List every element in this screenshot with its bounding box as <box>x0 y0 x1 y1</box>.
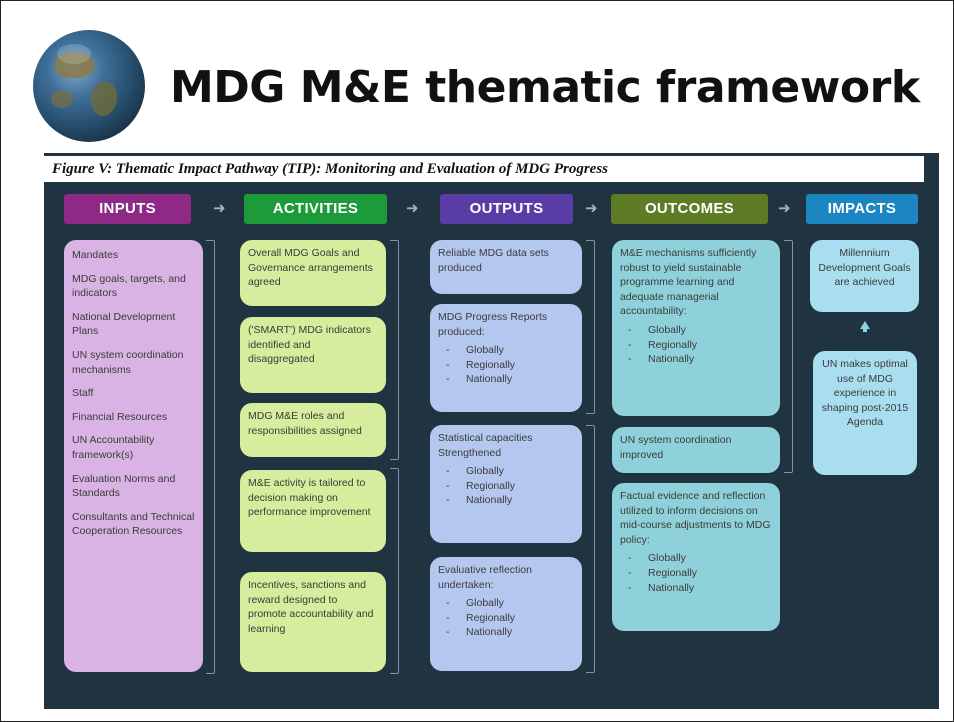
outcome-text: Factual evidence and reflection utilized… <box>620 490 771 546</box>
activity-box: M&E activity is tailored to decision mak… <box>240 470 386 552</box>
impact-text: Millennium Development Goals are achieve… <box>818 247 911 289</box>
impact-box: UN makes optimal use of MDG experience i… <box>813 351 917 475</box>
input-item: MDG goals, targets, and indicators <box>72 272 186 300</box>
input-item: Evaluation Norms and Standards <box>72 472 176 500</box>
input-item: Financial Resources <box>72 410 168 423</box>
outcome-box: UN system coordination improved <box>612 427 780 473</box>
output-box: Reliable MDG data sets produced <box>430 240 582 294</box>
list-item: Nationally <box>620 352 772 367</box>
list-item: Regionally <box>438 611 574 626</box>
activity-text: MDG M&E roles and responsibilities assig… <box>248 410 362 437</box>
list-item: Globally <box>438 343 574 358</box>
header-impacts: IMPACTS <box>806 194 918 224</box>
impact-text: UN makes optimal use of MDG experience i… <box>821 358 909 429</box>
bracket <box>586 240 595 414</box>
list-item: Globally <box>438 596 574 611</box>
input-item: Mandates <box>72 249 119 261</box>
activity-box: ('SMART') MDG indicators identified and … <box>240 317 386 393</box>
output-box: MDG Progress Reports produced: Globally … <box>430 304 582 412</box>
header-inputs: INPUTS <box>64 194 191 224</box>
list-item: Globally <box>620 323 772 338</box>
arrow-right-icon: ➜ <box>213 200 226 217</box>
header-activities: ACTIVITIES <box>244 194 387 224</box>
activity-text: Incentives, sanctions and reward designe… <box>248 579 374 635</box>
input-item: Staff <box>72 387 94 400</box>
activity-box: Overall MDG Goals and Governance arrange… <box>240 240 386 306</box>
input-item: Consultants and Technical Cooperation Re… <box>72 510 195 538</box>
bracket <box>784 240 793 473</box>
activity-box: Incentives, sanctions and reward designe… <box>240 572 386 672</box>
header-outputs: OUTPUTS <box>440 194 573 224</box>
impact-box: Millennium Development Goals are achieve… <box>810 240 919 312</box>
header-outcomes: OUTCOMES <box>611 194 768 224</box>
activity-text: Overall MDG Goals and Governance arrange… <box>248 247 373 289</box>
outcome-text: UN system coordination improved <box>620 434 732 461</box>
list-item: Globally <box>438 464 574 479</box>
list-item: Globally <box>620 551 772 566</box>
bracket <box>206 240 215 674</box>
output-text: MDG Progress Reports produced: <box>438 311 548 338</box>
figure-caption: Figure V: Thematic Impact Pathway (TIP):… <box>44 156 924 182</box>
arrow-right-icon: ➜ <box>585 200 598 217</box>
list-item: Nationally <box>620 581 772 596</box>
slide-title: MDG M&E thematic framework <box>170 62 920 113</box>
list-item: Nationally <box>438 493 574 508</box>
arrow-up-icon <box>860 321 870 329</box>
bracket <box>586 425 595 673</box>
input-item: National Development Plans <box>72 310 176 338</box>
list-item: Regionally <box>438 358 574 373</box>
activity-text: M&E activity is tailored to decision mak… <box>248 477 371 519</box>
input-item: UN system coordination mechanisms <box>72 348 184 376</box>
input-item: UN Accountability framework(s) <box>72 434 155 461</box>
list-item: Nationally <box>438 625 574 640</box>
list-item: Regionally <box>620 338 772 353</box>
output-text: Statistical capacities Strengthened <box>438 432 533 459</box>
outcome-text: M&E mechanisms sufficiently robust to yi… <box>620 247 757 318</box>
output-text: Evaluative reflection undertaken: <box>438 564 532 591</box>
arrow-right-icon: ➜ <box>778 200 791 217</box>
list-item: Regionally <box>620 566 772 581</box>
arrow-up-stem <box>863 329 867 332</box>
globe-icon <box>33 30 145 142</box>
activity-box: MDG M&E roles and responsibilities assig… <box>240 403 386 457</box>
output-box: Statistical capacities Strengthened Glob… <box>430 425 582 543</box>
activity-text: ('SMART') MDG indicators identified and … <box>248 324 371 366</box>
arrow-right-icon: ➜ <box>406 200 419 217</box>
list-item: Nationally <box>438 372 574 387</box>
inputs-box: Mandates MDG goals, targets, and indicat… <box>64 240 203 672</box>
outcome-box: M&E mechanisms sufficiently robust to yi… <box>612 240 780 416</box>
output-box: Evaluative reflection undertaken: Global… <box>430 557 582 671</box>
bracket <box>390 240 399 460</box>
outcome-box: Factual evidence and reflection utilized… <box>612 483 780 631</box>
output-text: Reliable MDG data sets produced <box>438 247 549 274</box>
list-item: Regionally <box>438 479 574 494</box>
bracket <box>390 468 399 674</box>
